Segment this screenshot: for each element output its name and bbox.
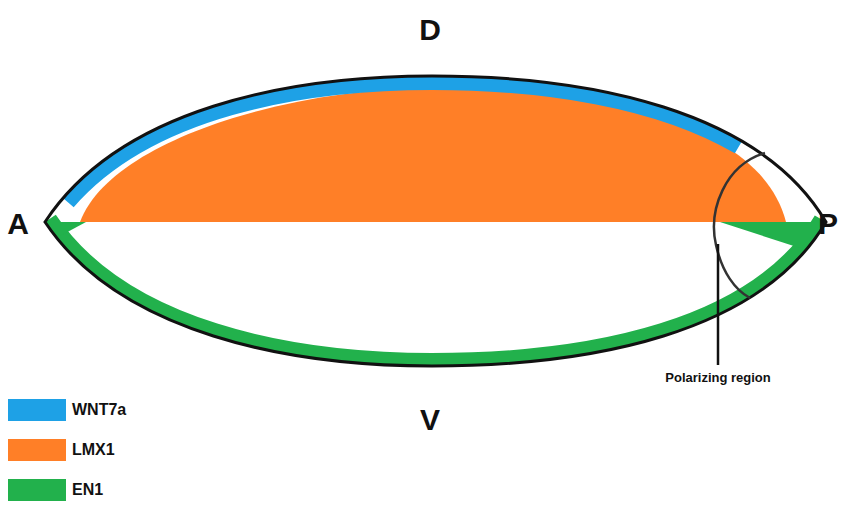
en1-band	[45, 222, 826, 366]
region-label: Polarizing region	[665, 370, 770, 385]
legend-text: LMX1	[72, 441, 115, 459]
axis-letter: P	[818, 207, 838, 241]
legend-swatch	[8, 399, 66, 421]
axis-letter: A	[7, 207, 29, 241]
legend-text: WNT7a	[72, 401, 126, 419]
leader-line	[717, 244, 720, 365]
legend-swatch	[8, 439, 66, 461]
wnt7a-band	[45, 76, 826, 222]
lmx1-region	[80, 88, 786, 222]
en1-tip	[720, 222, 830, 248]
legend-text: EN1	[72, 481, 103, 499]
legend-swatch	[8, 479, 66, 501]
polarizing-region-outline	[714, 153, 765, 298]
axis-letter: V	[420, 403, 440, 437]
axis-letter: D	[419, 13, 441, 47]
limb-bud-outline	[45, 76, 826, 366]
